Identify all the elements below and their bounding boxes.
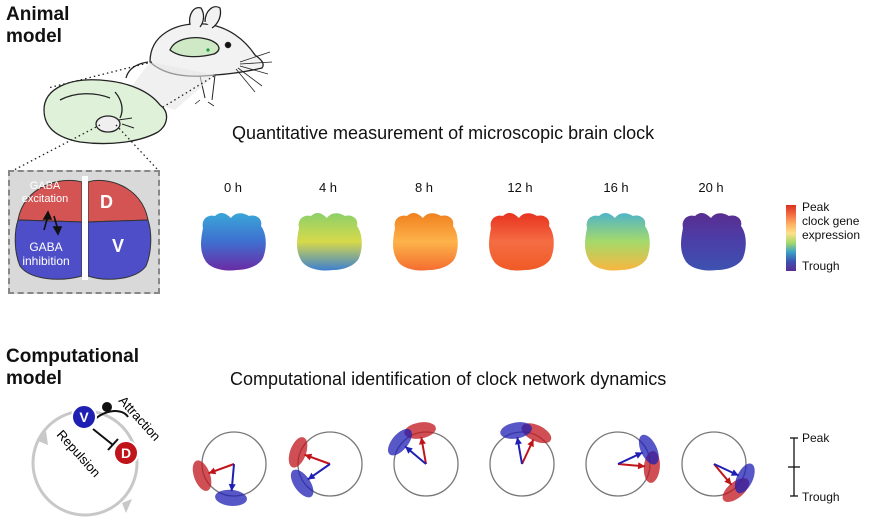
gaba-excitation-label: GABA excitation	[14, 180, 76, 206]
scn-heatmap	[393, 212, 458, 271]
d-phase-arrow-head	[637, 462, 646, 470]
right-dorsal-region	[87, 179, 149, 223]
d-phase-arrow-head	[419, 437, 426, 445]
v-phase-arrow-head	[730, 469, 739, 476]
ventral-label: V	[112, 236, 125, 256]
colorbar-trough-label: Trough	[802, 259, 840, 273]
v-node	[71, 404, 97, 430]
network-title: Computational identification of clock ne…	[230, 369, 667, 389]
label-line: excitation	[21, 193, 69, 205]
phase-plot	[489, 422, 555, 497]
heading-line: model	[6, 26, 62, 47]
time-label: 8 h	[414, 180, 434, 195]
colorbar	[786, 205, 796, 271]
attraction-dot-icon	[102, 402, 112, 412]
dorsal-label: D	[100, 192, 113, 212]
d-phase-cluster	[404, 422, 436, 439]
attraction-label: Attraction	[116, 395, 164, 444]
v-phase-cluster	[290, 469, 314, 498]
label-line: inhibition	[22, 254, 70, 268]
d-phase-arrow-head	[527, 439, 534, 448]
zoom-lines-lower	[13, 124, 159, 171]
gaba-inhibition-label: GABA inhibition	[14, 240, 78, 268]
v-phase-arrow-head	[228, 483, 236, 492]
scn-heatmap	[489, 212, 554, 271]
d-phase-arrow-head	[724, 477, 732, 485]
v-phase-cluster	[638, 434, 659, 465]
left-dorsal-region	[17, 179, 83, 223]
time-label: 12 h	[507, 180, 533, 195]
v-phase-arrow-head	[515, 437, 522, 445]
measurement-title: Quantitative measurement of microscopic …	[232, 123, 655, 143]
colorbar-gradient	[786, 205, 796, 271]
v-phase-cluster	[387, 428, 412, 456]
v-node-label: V	[79, 409, 89, 425]
v-phase-arrow-head	[307, 472, 316, 480]
label-line: Peak	[802, 200, 830, 214]
scn-inset-drawing	[14, 176, 152, 280]
colorbar-peak-label: Peak clock gene expression	[802, 200, 860, 242]
scn-heatmap	[297, 212, 362, 271]
heading-line: Computational	[6, 346, 139, 367]
d-phase-arrow-head	[304, 453, 313, 461]
heading-line: model	[6, 368, 62, 389]
phase-unit-circle	[681, 431, 747, 497]
phase-plot	[288, 431, 363, 498]
d-phase-arrow-head	[208, 467, 217, 475]
time-label: 16 h	[603, 180, 629, 195]
repulsion-bar-icon	[107, 438, 119, 451]
v-phase-cluster	[500, 422, 532, 439]
d-phase-cluster	[288, 437, 308, 468]
mouse-drawing	[125, 6, 273, 107]
scn-heatmap	[681, 212, 746, 271]
phase-plot-row	[192, 422, 755, 506]
d-phase-cluster	[192, 460, 212, 491]
d-node-label: D	[121, 445, 131, 461]
label-line: GABA	[29, 180, 61, 192]
time-label: 20 h	[698, 180, 724, 195]
zoom-lines-upper	[47, 61, 215, 116]
midline	[82, 176, 88, 280]
animal-model-heading: Animal model	[6, 4, 69, 48]
phase-plot	[585, 431, 660, 497]
phase-trough-label: Trough	[802, 490, 840, 504]
computational-model-heading: Computational model	[6, 346, 139, 390]
brain-drawing	[43, 79, 168, 145]
model-diagram: V D Attraction Repulsion	[31, 395, 164, 517]
cycle-arrowhead	[38, 431, 48, 445]
v-phase-arrow-head	[634, 452, 643, 459]
left-ventral-region	[14, 219, 83, 280]
phase-plot	[192, 431, 267, 506]
right-ventral-region	[87, 219, 152, 280]
gaba-arrows	[42, 210, 63, 236]
animal-illustration	[13, 6, 273, 171]
label-line: clock gene	[802, 214, 860, 228]
repulsion-link	[92, 428, 114, 446]
v-phase-arrow-head	[405, 446, 413, 454]
time-label: 4 h	[318, 180, 338, 195]
scn-heatmap	[585, 212, 650, 271]
v-phase-cluster	[215, 489, 247, 506]
cycle-arrowhead	[122, 499, 132, 513]
phase-plot	[681, 431, 755, 503]
heading-line: Animal	[6, 4, 70, 25]
phase-plot	[387, 422, 459, 497]
phase-peak-label: Peak	[802, 431, 830, 445]
phase-scale	[788, 437, 800, 497]
time-label: 0 h	[223, 180, 243, 195]
heatmap-row	[201, 212, 746, 271]
label-line: GABA	[29, 240, 63, 254]
d-node	[113, 440, 139, 466]
repulsion-label: Repulsion	[54, 427, 104, 480]
scn-heatmap	[201, 212, 266, 271]
label-line: expression	[802, 228, 861, 242]
v-phase-cluster	[734, 463, 755, 494]
